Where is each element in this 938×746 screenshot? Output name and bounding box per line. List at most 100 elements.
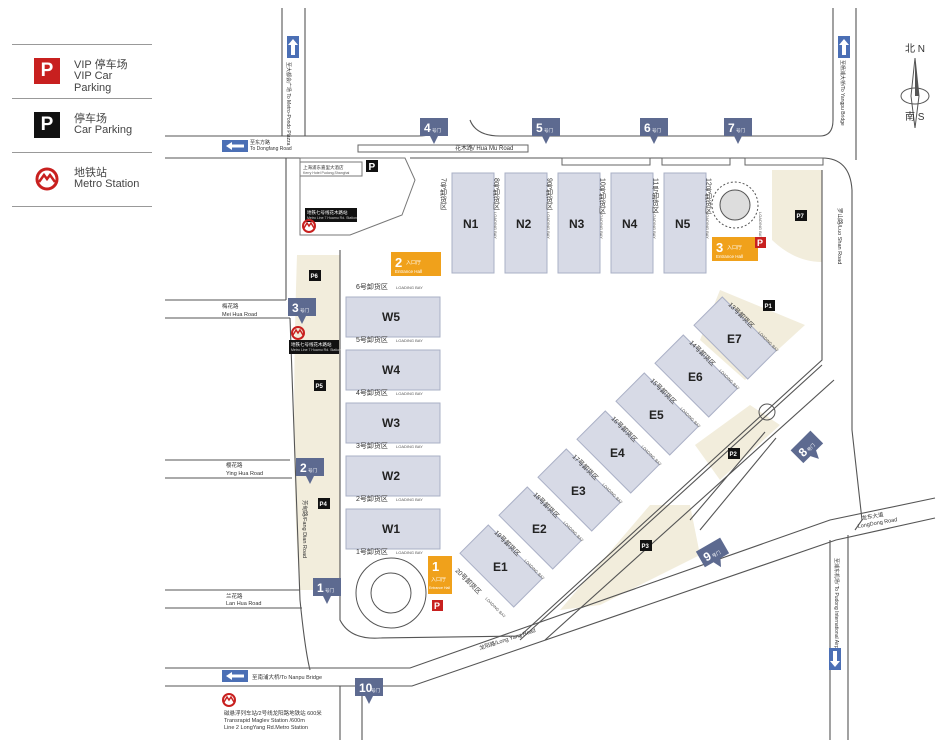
bay-north-9-en: LOADING BAY: [599, 212, 604, 239]
entrance-hall-1-num: 1: [432, 559, 439, 574]
hall-n5-block: [663, 172, 707, 274]
hall-e7: E7: [693, 296, 777, 380]
dongfang-en: To Dongfang Road: [250, 146, 292, 152]
gate-10-number: 10: [359, 681, 373, 695]
parking-p2: P2: [728, 448, 740, 459]
hall-w5-label: W5: [382, 310, 400, 324]
meihua-zh: 梅花路: [222, 302, 239, 310]
fangdian-label: 芳甸路/Fang Dian Road: [301, 500, 309, 558]
gate-2-suffix: 号门: [308, 467, 317, 474]
hall-e4: E4: [576, 410, 660, 494]
hall-e2-label: E2: [532, 522, 547, 536]
gate-6-suffix: 号门: [652, 127, 661, 134]
hotel-parking-icon: [366, 160, 378, 172]
hall-w1-label: W1: [382, 522, 400, 536]
hall-n4-block: [610, 172, 654, 274]
vip-parking-icon: P: [34, 58, 60, 84]
hall-e3: E3: [537, 448, 621, 532]
entrance-hall-3-en: Entrance Hall: [716, 254, 743, 259]
hall-e4-label: E4: [610, 446, 625, 460]
bay-west-1-en: LOADING BAY: [396, 550, 423, 555]
bay-east-20-en: LOADING BAY: [484, 596, 507, 619]
parking-p5-icon: [314, 380, 326, 391]
gate-10-marker: [355, 678, 383, 704]
metro-top-en: Metro Line 7 Huamu Rd. Station: [307, 216, 357, 220]
hall-w1-block: [345, 508, 441, 550]
parking-p1-label: P1: [765, 304, 773, 310]
hall-w4-block: [345, 349, 441, 391]
hall-w5-block: [345, 296, 441, 338]
bay-north-8-en: LOADING BAY: [546, 212, 551, 239]
hall-n2-label: N2: [516, 217, 532, 231]
vip-parking-2-icon: [755, 237, 766, 248]
hall-n2: N2: [504, 172, 548, 274]
gate-9[interactable]: 9号门: [695, 537, 733, 575]
hall-e6-block: [654, 334, 738, 418]
hall-n3-block: [557, 172, 601, 274]
bay-west-6-zh: 6号卸货区: [356, 282, 388, 291]
gate-1-marker: [313, 578, 341, 604]
gate-10-suffix: 号门: [371, 687, 380, 694]
bay-west-2-en: LOADING BAY: [396, 497, 423, 502]
entrance-hall-1-block: [428, 556, 452, 594]
hotel-parking-letter: P: [369, 162, 376, 173]
bay-west-3-zh: 3号卸货区: [356, 441, 388, 450]
bay-north-12-en: LOADING BAY: [758, 212, 763, 239]
parking-p2-label: P2: [730, 452, 738, 458]
legend-metro-zh: 地铁站: [74, 167, 107, 179]
parking-p6: P6: [309, 270, 321, 281]
gate-2-number: 2: [300, 461, 307, 475]
bay-north-7-en: LOADING BAY: [493, 212, 498, 239]
gate-7-number: 7: [728, 121, 735, 135]
bay-north-12-zh: 12号卸货区: [705, 178, 713, 214]
maglev-line1: 磁悬浮列车站/2号线龙阳路地铁站 600米: [224, 709, 322, 717]
gate-8[interactable]: 8号门: [790, 430, 829, 469]
hall-n4-label: N4: [622, 217, 638, 231]
vip-parking-2-letter: P: [757, 238, 763, 248]
compass-south: 南 S: [905, 110, 925, 123]
gate-5-marker: [532, 118, 560, 144]
legend-metro-station: 地铁站 Metro Station: [12, 152, 152, 207]
gate-1-suffix: 号门: [325, 587, 334, 594]
hotel-name-en: Kerry Hotel Pudong,Shanghai: [303, 171, 350, 175]
legend: P VIP 停车场 VIP Car Parking P 停车场 Car Park…: [12, 44, 152, 207]
gate-3-number: 3: [292, 301, 299, 315]
bay-north-12: 12号卸货区 LOADING BAY: [705, 178, 764, 239]
hall-w3: W3: [345, 402, 441, 444]
parking-p7-icon: [795, 210, 807, 221]
yinghua-zh: 樱花路: [226, 461, 243, 469]
hall-e3-block: [537, 448, 621, 532]
parking-p7-label: P7: [797, 214, 805, 220]
airport-label: 至浦东机场/ To Pudong International Airport: [833, 558, 840, 655]
vip-parking-1: P: [432, 600, 443, 611]
parking-p1-icon: [763, 300, 775, 311]
gate-1-number: 1: [317, 581, 324, 595]
legend-vip-zh: VIP 停车场: [74, 59, 128, 71]
bay-west-6-en: LOADING BAY: [396, 285, 423, 290]
parking-p6-label: P6: [311, 274, 319, 280]
bay-north-11-zh: 11号卸货区: [652, 178, 660, 213]
parking-p5-label: P5: [316, 384, 324, 390]
bay-west-5-en: LOADING BAY: [396, 338, 423, 343]
hall-e1-label: E1: [493, 560, 508, 574]
meihua-en: Mei Hua Road: [222, 312, 257, 318]
maglev-line3: Line 2 LongYang Rd.Metro Station: [224, 725, 308, 731]
parking-p6-icon: [309, 270, 321, 281]
